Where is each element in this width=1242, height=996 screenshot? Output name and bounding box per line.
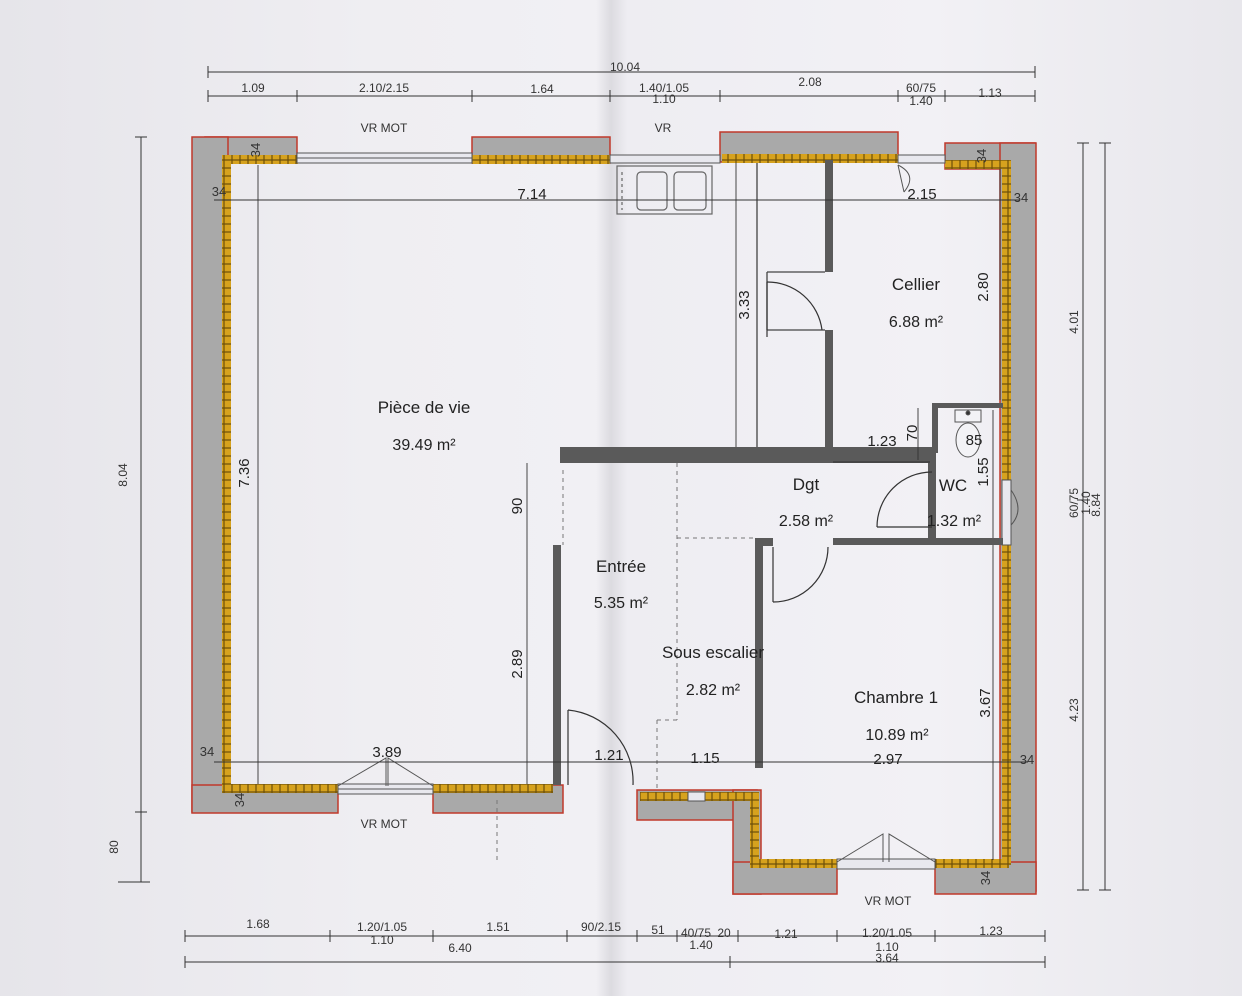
dim-736: 7.36	[236, 458, 253, 487]
room-name-dgt: Dgt	[793, 475, 820, 494]
dim-333: 3.33	[736, 290, 753, 319]
room-area-piece-de-vie: 39.49 m²	[392, 437, 456, 454]
bottom-seg-2: 1.20/1.05	[357, 920, 407, 934]
wall-34-bl: 34	[200, 744, 214, 759]
room-area-sous-escalier: 2.82 m²	[686, 682, 741, 699]
dim-280: 2.80	[975, 272, 992, 301]
room-area-chambre-1: 10.89 m²	[865, 727, 929, 744]
dim-367: 3.67	[977, 688, 994, 717]
top-seg-4: 1.40/1.05	[639, 81, 689, 95]
top-seg-1: 1.09	[241, 81, 265, 95]
dim-85: 85	[966, 432, 983, 449]
top-total: 10.04	[610, 60, 640, 74]
vr-mot-bottom-right: VR MOT	[865, 894, 912, 908]
side-dim-texts: 8.04 80 4.01 4.23 60/75 1.40 8.84	[107, 310, 1103, 854]
bottom-seg-8: 1.21	[774, 927, 798, 941]
top-sub-110: 1.10	[652, 92, 676, 106]
room-area-dgt: 2.58 m²	[779, 513, 834, 530]
right-w140: 1.40	[1079, 491, 1093, 515]
dim-90: 90	[509, 498, 526, 515]
room-area-entree: 5.35 m²	[594, 595, 649, 612]
toilet-icon	[954, 409, 982, 458]
interior-walls	[553, 160, 1003, 785]
room-name-wc: WC	[939, 476, 967, 495]
bottom-sub-640: 6.40	[448, 941, 472, 955]
top-seg-3: 1.64	[530, 82, 554, 96]
room-area-cellier: 6.88 m²	[889, 314, 944, 331]
vr-mot-top: VR MOT	[361, 121, 408, 135]
bottom-seg-9: 1.20/1.05	[862, 926, 912, 940]
dim-70: 70	[904, 425, 921, 442]
bottom-sub-110-left: 1.10	[370, 933, 394, 947]
dim-155: 1.55	[975, 457, 992, 486]
room-name-piece-de-vie: Pièce de vie	[378, 398, 471, 417]
top-sub-140: 1.40	[909, 94, 933, 108]
wall-34-bottom-right: 34	[978, 871, 993, 885]
window-swings	[337, 164, 1019, 863]
top-seg-7: 1.13	[978, 86, 1002, 100]
top-dim-texts: 10.04 1.09 2.10/2.15 1.64 1.40/1.05 1.10…	[241, 60, 1002, 108]
bottom-seg-3: 1.51	[486, 920, 510, 934]
stair-outline	[496, 463, 755, 860]
bottom-seg-6: 40/75	[681, 926, 711, 940]
wall-34-br: 34	[1020, 752, 1034, 767]
outer-dim-lines	[118, 66, 1111, 968]
dim-121: 1.21	[594, 747, 623, 764]
room-name-sous-escalier: Sous escalier	[662, 643, 764, 662]
vr-top: VR	[655, 121, 672, 135]
room-area-wc: 1.32 m²	[927, 513, 982, 530]
dim-297: 2.97	[873, 751, 902, 768]
bottom-seg-4: 90/2.15	[581, 920, 621, 934]
bottom-seg-5: 51	[651, 923, 665, 937]
dim-389: 3.89	[372, 744, 401, 761]
dim-215: 2.15	[907, 186, 936, 203]
bottom-seg-1: 1.68	[246, 917, 270, 931]
right-window: 60/75	[1067, 488, 1081, 518]
doors	[567, 281, 933, 786]
windows	[296, 152, 1012, 870]
room-name-entree: Entrée	[596, 557, 646, 576]
wall-34-top-left: 34	[248, 143, 263, 157]
wall-34-tl: 34	[212, 184, 226, 199]
room-name-chambre-1: Chambre 1	[854, 688, 938, 707]
insulation-band	[222, 154, 1011, 868]
dim-289: 2.89	[509, 649, 526, 678]
dim-115: 1.15	[690, 750, 719, 767]
bottom-sub-110-right: 1.10	[875, 940, 899, 954]
dim-714: 7.14	[517, 186, 546, 203]
dim-123: 1.23	[867, 433, 896, 450]
left-lower: 80	[107, 840, 121, 854]
top-seg-5: 2.08	[798, 75, 822, 89]
wall-34-top-right: 34	[974, 149, 989, 163]
right-lower: 4.23	[1067, 698, 1081, 722]
wall-34-bottom-left: 34	[232, 793, 247, 807]
wall-34-tr: 34	[1014, 190, 1028, 205]
right-upper: 4.01	[1067, 310, 1081, 334]
bottom-sub-140: 1.40	[689, 938, 713, 952]
bottom-seg-7: 20	[717, 926, 731, 940]
bottom-seg-10: 1.23	[979, 924, 1003, 938]
vr-labels: VR MOT VR VR MOT VR MOT	[361, 121, 912, 908]
vr-mot-bottom-left: VR MOT	[361, 817, 408, 831]
inner-dim-lines	[214, 163, 1028, 860]
left-total: 8.04	[116, 463, 130, 487]
top-seg-2: 2.10/2.15	[359, 81, 409, 95]
exterior-walls	[191, 131, 1037, 895]
kitchen-sink-icon	[616, 165, 713, 215]
bottom-dim-texts: 1.68 1.20/1.05 1.10 1.51 90/2.15 51 40/7…	[246, 917, 1003, 965]
room-labels: Pièce de vie 39.49 m² Cellier 6.88 m² Dg…	[378, 275, 982, 744]
bottom-sub-364: 3.64	[875, 951, 899, 965]
right-total: 8.84	[1089, 493, 1103, 517]
room-name-cellier: Cellier	[892, 275, 941, 294]
inner-dim-texts: 7.14 2.15 3.89 1.21 1.15 2.97 1.23 85 7.…	[200, 143, 1034, 885]
top-seg-6: 60/75	[906, 81, 936, 95]
